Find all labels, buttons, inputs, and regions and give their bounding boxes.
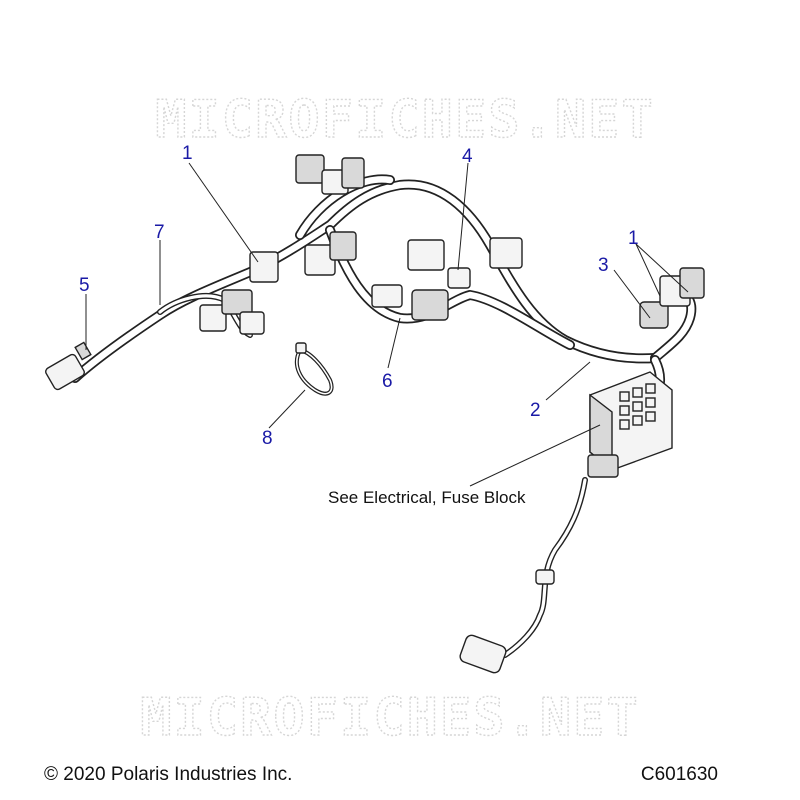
callout-8: 8	[262, 428, 273, 449]
callout-1-right: 1	[628, 228, 639, 249]
fuse-block	[587, 371, 673, 478]
figure-id: C601630	[641, 764, 718, 785]
leader-lines	[85, 162, 689, 487]
callout-4: 4	[462, 146, 473, 167]
watermark-bottom: MICROFICHES.NET	[140, 688, 640, 748]
copyright-text: © 2020 Polaris Industries Inc.	[44, 764, 292, 785]
cable-tie	[294, 342, 334, 396]
wiring-harness	[45, 154, 705, 674]
fuse-block-reference-note: See Electrical, Fuse Block	[328, 488, 526, 507]
callout-6: 6	[382, 371, 393, 392]
callout-2: 2	[530, 400, 541, 421]
callout-7: 7	[154, 222, 165, 243]
callout-3: 3	[598, 255, 609, 276]
callout-5: 5	[79, 275, 90, 296]
callout-1-left: 1	[182, 143, 193, 164]
watermark-top: MICROFICHES.NET	[155, 90, 655, 150]
